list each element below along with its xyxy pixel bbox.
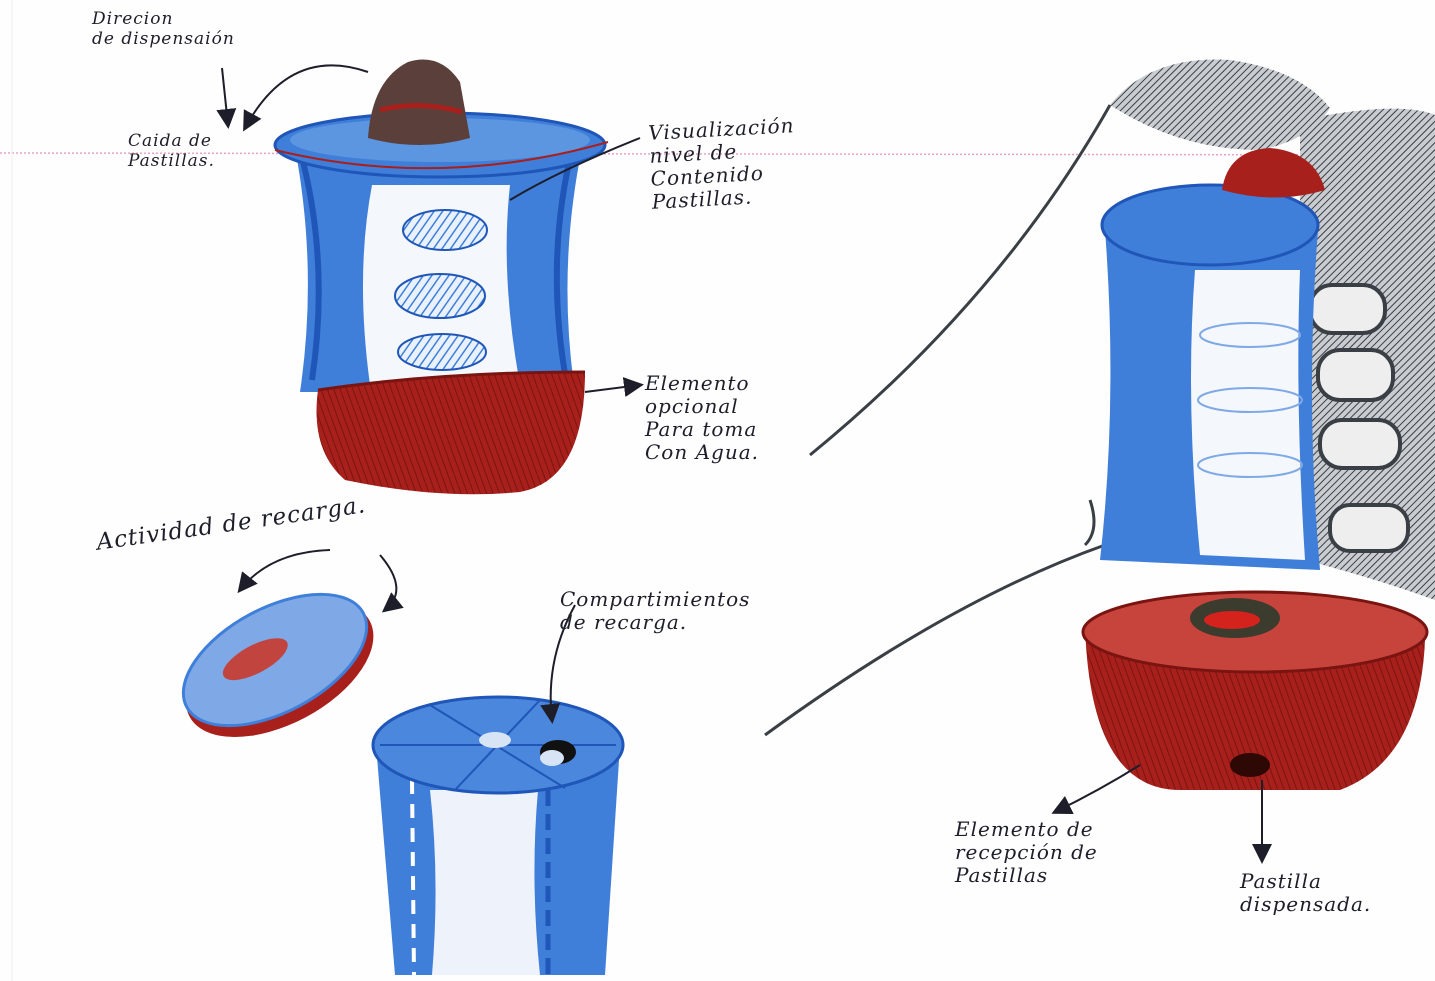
annotation-compartments: Compartimientos de recarga.	[560, 588, 750, 634]
dispenser-main	[275, 60, 608, 495]
reception-bowl	[1083, 592, 1427, 790]
annotation-optional: Elemento opcional Para toma Con Agua.	[645, 372, 759, 464]
recharge-arrow-2	[240, 550, 330, 590]
recharge-lid	[161, 566, 396, 765]
annotation-reception: Elemento de recepción de Pastillas	[955, 818, 1098, 887]
recharge-arrow	[380, 555, 396, 610]
optional-arrow	[585, 385, 640, 392]
annotation-direction: Direcion de dispensaión	[92, 10, 235, 49]
annotation-level: Visualización nivel de Contenido Pastill…	[648, 114, 799, 214]
annotation-drop: Caida de Pastillas.	[128, 132, 215, 171]
drop-arrow	[222, 68, 228, 125]
dispenser-held	[1100, 148, 1325, 570]
reception-arrow	[1055, 765, 1140, 812]
compartments-cylinder	[373, 697, 623, 975]
annotation-dispensed: Pastilla dispensada.	[1240, 870, 1371, 916]
